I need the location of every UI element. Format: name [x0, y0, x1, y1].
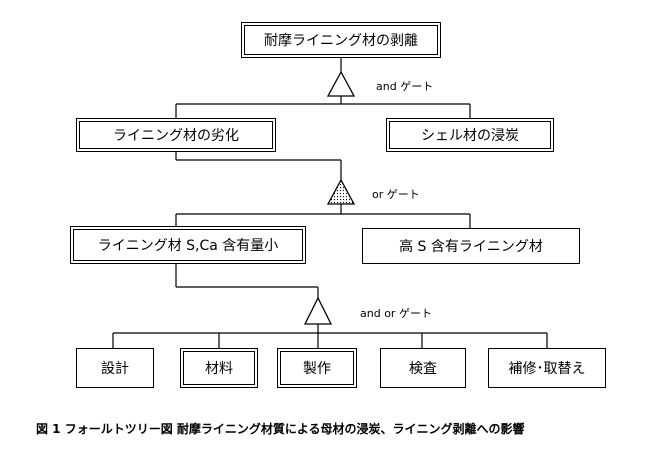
and-gate-symbol [326, 70, 356, 97]
level3-manufacture-box: 製作 [277, 348, 357, 388]
level1-right-label: シェル材の浸炭 [421, 128, 519, 144]
level3-material-label: 材料 [205, 361, 233, 377]
and-or-gate-symbol [303, 296, 333, 325]
top-event-box: 耐摩ライニング材の剥離 [241, 22, 441, 58]
level3-design-label: 設計 [101, 361, 129, 377]
level3-material-box: 材料 [180, 348, 258, 388]
or-gate-symbol [326, 178, 356, 205]
figure-caption: 図 1 フォールトツリー図 耐摩ライニング材質による母材の浸炭、ライニング剥離へ… [36, 422, 525, 436]
top-event-label: 耐摩ライニング材の剥離 [264, 33, 418, 49]
level2-right-label: 高 S 含有ライニング材 [399, 239, 543, 255]
gate3-label: and or ゲート [360, 307, 432, 320]
level3-inspection-label: 検査 [409, 361, 437, 377]
level2-left-box: ライニング材 S,Ca 含有量小 [70, 226, 306, 264]
level3-repair-box: 補修･取替え [488, 348, 606, 388]
gate1-label: and ゲート [376, 80, 434, 93]
level2-left-label: ライニング材 S,Ca 含有量小 [97, 238, 279, 254]
level2-right-box: 高 S 含有ライニング材 [362, 228, 580, 264]
level3-design-box: 設計 [76, 348, 154, 388]
level1-left-label: ライニング材の劣化 [113, 128, 239, 144]
level3-manufacture-label: 製作 [303, 361, 331, 377]
level1-left-box: ライニング材の劣化 [76, 118, 276, 152]
level3-repair-label: 補修･取替え [508, 361, 586, 377]
level3-inspection-box: 検査 [380, 348, 466, 388]
level1-right-box: シェル材の浸炭 [386, 118, 554, 152]
gate2-label: or ゲート [372, 188, 420, 201]
